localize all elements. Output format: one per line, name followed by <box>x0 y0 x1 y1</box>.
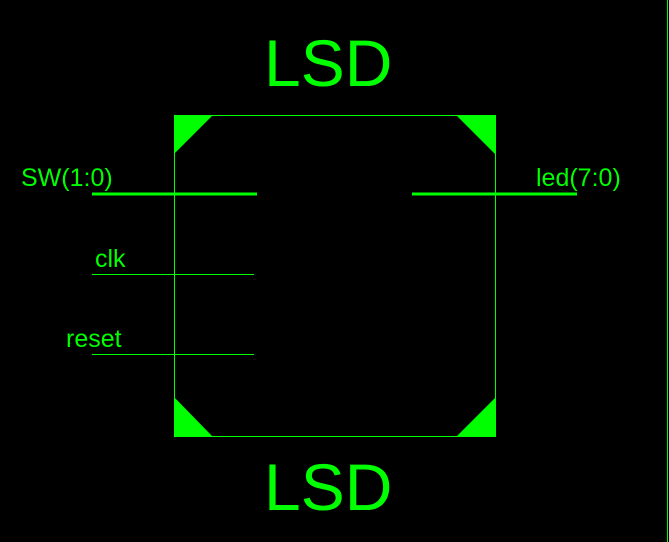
corner-marker-top-left <box>174 115 213 154</box>
component-name-bottom: LSD <box>264 450 393 524</box>
corner-marker-bottom-left <box>174 397 213 437</box>
component-body[interactable] <box>174 115 496 437</box>
component-name-top: LSD <box>264 26 393 100</box>
pin-label-clk: clk <box>95 245 126 273</box>
corner-marker-top-right <box>456 115 496 155</box>
corner-marker-bottom-right <box>456 397 496 437</box>
pin-label-reset: reset <box>66 325 122 353</box>
pin-label-sw: SW(1:0) <box>21 164 113 192</box>
pin-label-led: led(7:0) <box>536 164 621 192</box>
